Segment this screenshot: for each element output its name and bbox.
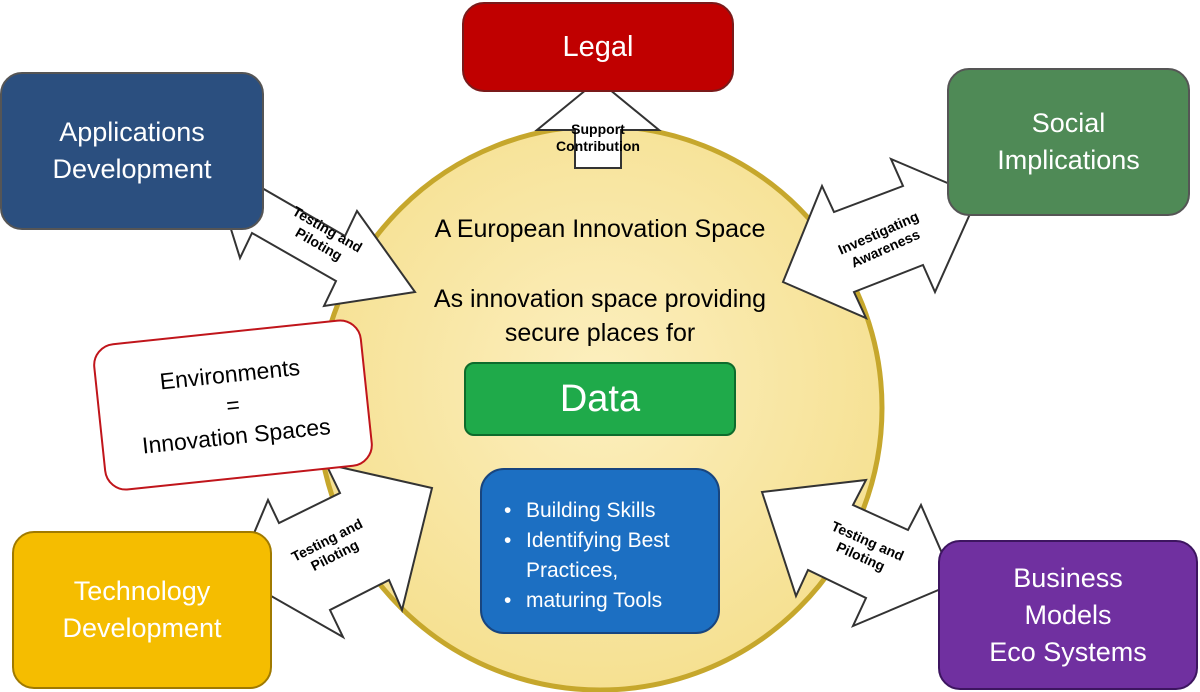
technology-label-line1: Technology <box>73 576 211 606</box>
activities-box: Building Skills Identifying Best Practic… <box>480 468 720 634</box>
support-arrow <box>534 78 662 169</box>
bullet-item: Building Skills <box>502 496 710 526</box>
bullet-item: maturing Tools <box>502 586 710 616</box>
business-models-box: Business Models Eco Systems <box>938 540 1198 690</box>
data-label: Data <box>559 377 641 420</box>
technology-development-box: Technology Development <box>12 531 272 689</box>
legal-box: Legal <box>462 2 734 92</box>
bullet-item: Identifying Best Practices, <box>502 526 710 586</box>
applications-label-line2: Development <box>52 154 212 184</box>
environments-box: Environments = Innovation Spaces <box>91 317 375 493</box>
applications-development-box: Applications Development <box>0 72 264 230</box>
data-box: Data <box>464 362 736 436</box>
business-label-line2: Models <box>1024 599 1112 630</box>
technology-label-line2: Development <box>62 613 222 643</box>
center-subtitle-line2: secure places for <box>504 319 696 347</box>
lower-left-double-arrow <box>234 462 434 640</box>
center-title: A European Innovation Space <box>434 215 766 243</box>
social-implications-box: Social Implications <box>947 68 1190 216</box>
business-label-line1: Business <box>1013 562 1123 593</box>
social-label-line2: Implications <box>997 145 1140 175</box>
environments-label-line2: = <box>224 390 241 419</box>
applications-label-line1: Applications <box>59 117 205 147</box>
center-subtitle-line1: As innovation space providing <box>433 285 767 313</box>
business-label-line3: Eco Systems <box>989 636 1147 667</box>
social-label-line1: Social <box>1031 108 1106 138</box>
legal-label: Legal <box>562 30 634 63</box>
